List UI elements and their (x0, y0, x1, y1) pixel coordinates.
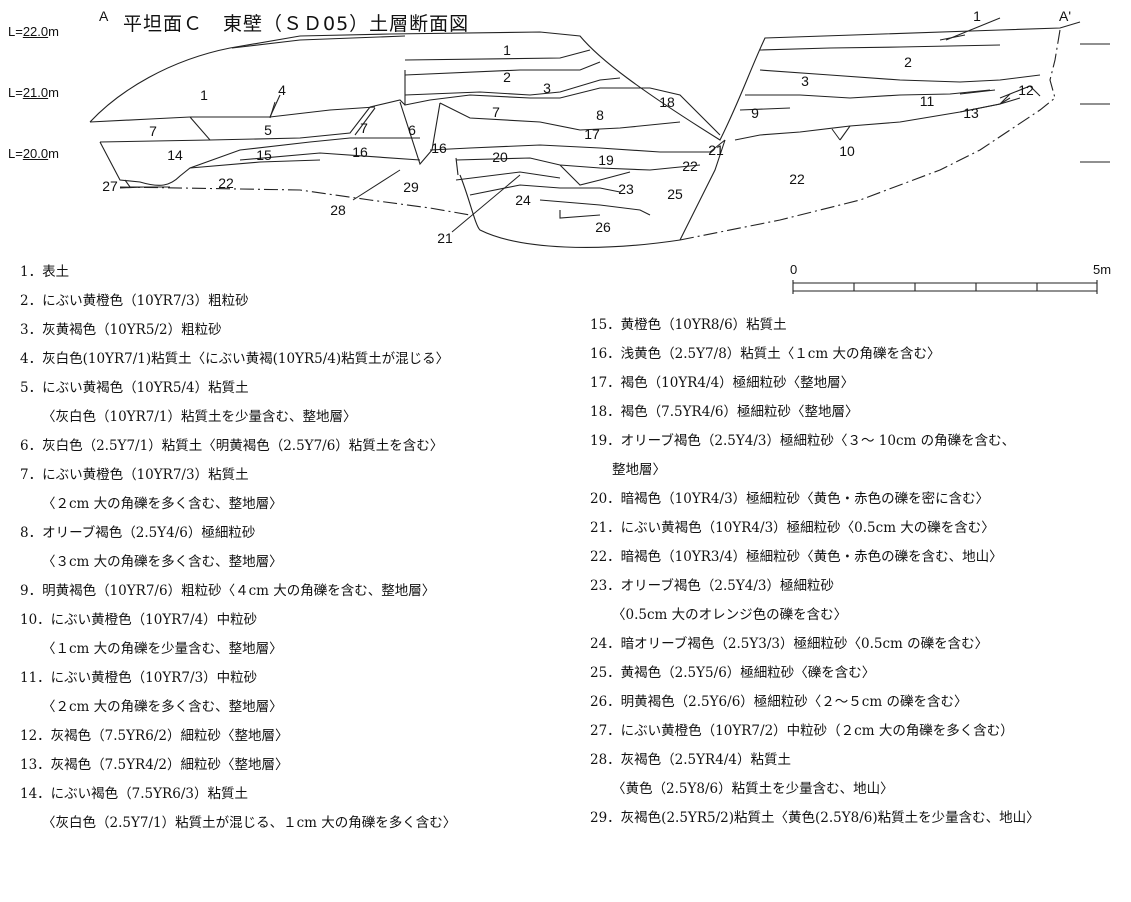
layer-number: 22 (682, 158, 698, 174)
legend-entry: 〈１cm 大の角礫を少量含む、整地層〉 (42, 641, 283, 657)
legend-entry: 27．にぶい黄橙色（10YR7/2）中粒砂（２cm 大の角礫を多く含む） (590, 723, 1014, 739)
legend-entry: 17．褐色（10YR4/4）極細粒砂〈整地層〉 (590, 375, 855, 391)
layer-number: 21 (437, 230, 453, 246)
legend-entry: 14．にぶい褐色（7.5YR6/3）粘質土 (20, 786, 248, 802)
layer-number: 23 (618, 181, 634, 197)
ground-surface-line (89, 21, 1081, 141)
legend-entry: 19．オリーブ褐色（2.5Y4/3）極細粒砂〈３～ 10cm の角礫を含む、 (590, 433, 1016, 449)
layer-number: 18 (659, 94, 675, 110)
level-label: L=20.0m (8, 146, 59, 161)
legend-entry: 24．暗オリーブ褐色（2.5Y3/3）極細粒砂〈0.5cm の礫を含む〉 (590, 636, 989, 652)
legend-entry: 18．褐色（7.5YR4/6）極細粒砂〈整地層〉 (590, 404, 859, 420)
legend-entry: 20．暗褐色（10YR4/3）極細粒砂〈黄色・赤色の礫を密に含む〉 (590, 491, 990, 507)
layer-number: 12 (1018, 82, 1034, 98)
legend-entry: 23．オリーブ褐色（2.5Y4/3）極細粒砂 (590, 578, 834, 594)
level-label: L=22.0m (8, 24, 59, 39)
legend-entry: 21．にぶい黄褐色（10YR4/3）極細粒砂〈0.5cm 大の礫を含む〉 (590, 520, 995, 536)
legend-entry: 〈黄色（2.5Y8/6）粘質土を少量含む、地山〉 (612, 781, 894, 797)
legend-entry: 29．灰褐色(2.5YR5/2)粘質土〈黄色(2.5Y8/6)粘質土を少量含む、… (590, 810, 1040, 826)
layer-number: 15 (256, 147, 272, 163)
section-drawing (89, 17, 1110, 248)
legend-entry: 16．浅黄色（2.5Y7/8）粘質土〈１cm 大の角礫を含む〉 (590, 346, 941, 362)
legend-entry: 3．灰黄褐色（10YR5/2）粗粒砂 (20, 322, 222, 338)
legend-right: 15．黄橙色（10YR8/6）粘質土 16．浅黄色（2.5Y7/8）粘質土〈１cm… (590, 311, 1040, 833)
layer-number: 24 (515, 192, 531, 208)
layer-number: 22 (789, 171, 805, 187)
layer-number: 17 (584, 126, 600, 142)
layer-number: 2 (503, 69, 511, 85)
layer-number: 10 (839, 143, 855, 159)
legend-entry: 8．オリーブ褐色（2.5Y4/6）極細粒砂 (20, 525, 256, 541)
layer-number: 1 (200, 87, 208, 103)
legend-entry: 2．にぶい黄橙色（10YR7/3）粗粒砂 (20, 293, 249, 309)
legend-entry: 26．明黄褐色（2.5Y6/6）極細粒砂〈２～５cm の礫を含む〉 (590, 694, 968, 710)
layer-number: 7 (360, 120, 368, 136)
layer-number: 16 (431, 140, 447, 156)
layer-number: 29 (403, 179, 419, 195)
legend-entry: 9．明黄褐色（10YR7/6）粗粒砂〈４cm 大の角礫を含む、整地層〉 (20, 583, 436, 599)
layer-number: 2 (904, 54, 912, 70)
legend-entry: 6．灰白色（2.5Y7/1）粘質土〈明黄褐色（2.5Y7/6）粘質土を含む〉 (20, 438, 444, 454)
layer-number: 27 (102, 178, 118, 194)
legend-entry: 〈灰白色（2.5Y7/1）粘質土が混じる、１cm 大の角礫を多く含む〉 (42, 815, 457, 831)
layer-number: 22 (218, 175, 234, 191)
layer-number: 19 (598, 152, 614, 168)
figure-title: 平坦面Ｃ 東壁（ＳＤ05）土層断面図 (123, 13, 470, 35)
layer-number: 3 (543, 80, 551, 96)
legend-entry: 4．灰白色(10YR7/1)粘質土〈にぶい黄褐(10YR5/4)粘質土が混じる〉 (20, 351, 450, 367)
legend-entry: 〈２cm 大の角礫を多く含む、整地層〉 (42, 699, 283, 715)
layer-number: 4 (278, 82, 286, 98)
legend-left: 1．表土 2．にぶい黄橙色（10YR7/3）粗粒砂 3．灰黄褐色（10YR5/2）粗… (20, 258, 456, 838)
legend-entry: 15．黄橙色（10YR8/6）粘質土 (590, 317, 787, 333)
layer-number: 21 (708, 142, 724, 158)
layer-number: 1 (973, 8, 981, 24)
legend-entry: 〈0.5cm 大のオレンジ色の礫を含む〉 (612, 607, 848, 623)
layer-number: 25 (667, 186, 683, 202)
legend-entry: 25．黄褐色（2.5Y5/6）極細粒砂〈礫を含む〉 (590, 665, 876, 681)
layer-number: 26 (595, 219, 611, 235)
legend-entry: 12．灰褐色（7.5YR6/2）細粒砂〈整地層〉 (20, 728, 289, 744)
legend-entry: 10．にぶい黄橙色（10YR7/4）中粒砂 (20, 612, 258, 628)
layer-number: 9 (751, 105, 759, 121)
legend-entry: 1．表土 (20, 264, 70, 280)
legend-entry: 〈２cm 大の角礫を多く含む、整地層〉 (42, 496, 283, 512)
scale-end-label: 5m (1093, 262, 1112, 277)
layer-number: 11 (919, 93, 935, 109)
legend-entry: 11．にぶい黄橙色（10YR7/3）中粒砂 (20, 670, 258, 686)
layer-number: 1 (503, 42, 511, 58)
layer-number: 28 (330, 202, 346, 218)
point-a-label: A (99, 8, 109, 24)
legend-entry: 〈灰白色（10YR7/1）粘質土を少量含む、整地層〉 (42, 409, 357, 425)
layer-number: 7 (492, 104, 500, 120)
legend-entry: 13．灰褐色（7.5YR4/2）細粒砂〈整地層〉 (20, 757, 289, 773)
legend-entry: 5．にぶい黄褐色（10YR5/4）粘質土 (20, 380, 249, 396)
layer-number: 13 (963, 105, 979, 121)
layer-number: 6 (408, 122, 416, 138)
legend-entry: 28．灰褐色（2.5YR4/4）粘質土 (590, 752, 791, 768)
legend-entry: 22．暗褐色（10YR3/4）極細粒砂〈黄色・赤色の礫を含む、地山〉 (590, 549, 1003, 565)
point-a-prime-label: A' (1059, 8, 1072, 24)
layer-number: 7 (149, 123, 157, 139)
excavation-line (119, 186, 471, 216)
legend-entry: 整地層〉 (612, 462, 666, 478)
layer-number: 8 (596, 107, 604, 123)
legend-entry: 〈３cm 大の角礫を多く含む、整地層〉 (42, 554, 283, 570)
layer-number: 14 (167, 147, 183, 163)
level-label: L=21.0m (8, 85, 59, 100)
scale-start-label: 0 (790, 262, 798, 277)
layer-number: 20 (492, 149, 508, 165)
layer-number: 16 (352, 144, 368, 160)
legend-entry: 7．にぶい黄橙色（10YR7/3）粘質土 (20, 467, 249, 483)
scale-bar-graphic (792, 280, 1098, 294)
layer-number: 5 (264, 122, 272, 138)
layer-number: 3 (801, 73, 809, 89)
